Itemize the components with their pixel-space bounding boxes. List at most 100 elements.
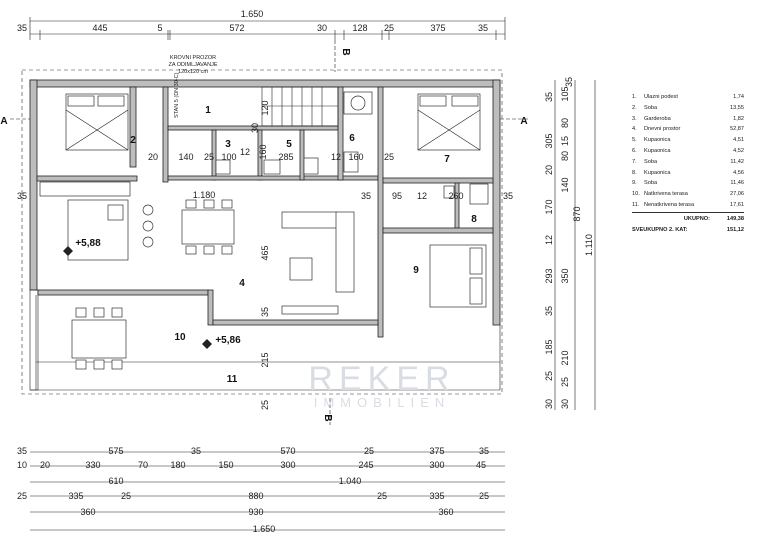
room-number-9: 9 <box>413 265 419 276</box>
inner-dim: 160 <box>348 152 363 162</box>
inner-dim: 25 <box>384 152 394 162</box>
roof-window-line: ZA ODIMLJAVANJE <box>168 62 217 68</box>
inner-dim: 12 <box>331 152 341 162</box>
room-number-8: 8 <box>471 214 477 225</box>
legend-name: Kupaonica <box>644 137 671 144</box>
legend-num: 6. <box>632 147 637 154</box>
bottom-dim-r2: 330 <box>85 460 100 470</box>
legend-name: Dnevni prostor <box>644 126 681 133</box>
inner-dim: 25 <box>204 152 214 162</box>
watermark-sub: IMMOBILIEN <box>314 395 451 410</box>
legend-name: Kupaonica <box>644 169 671 176</box>
inner-dim: 35 <box>260 307 270 317</box>
right-outer-dim: 30 <box>560 399 570 409</box>
bottom-dim-r1: 25 <box>364 446 374 456</box>
inner-dim: 35 <box>361 191 371 201</box>
right-inner-dim: 30 <box>544 399 554 409</box>
bottom-dim-r4: 335 <box>68 491 83 501</box>
legend-grand-label: SVEUKUPNO 2. KAT: <box>632 226 688 233</box>
legend-name: Soba <box>644 104 658 111</box>
legend-value: 4,56 <box>733 169 744 176</box>
legend-value: 27,06 <box>730 191 744 198</box>
watermark: REKER IMMOBILIEN <box>308 360 451 410</box>
furniture <box>39 91 489 370</box>
roof-window-line: KROVNI PROZOR <box>170 55 216 61</box>
staircase: STAN 5 (DN 30-C) <box>174 72 339 127</box>
legend-value: 13,55 <box>730 104 744 111</box>
top-dim: 375 <box>430 23 445 33</box>
bottom-dim-r4: 25 <box>377 491 387 501</box>
inner-dim: 120 <box>260 100 270 115</box>
right-inner-dim: 15 <box>560 136 570 146</box>
legend-value: 52,87 <box>730 126 744 133</box>
right-outer-dim: 35 <box>564 77 574 87</box>
right-inner-dim: 12 <box>544 235 554 245</box>
bottom-dim-r1: 35 <box>191 446 201 456</box>
legend-total-value: 149,38 <box>726 215 744 222</box>
right-outer-dim: 350 <box>560 268 570 283</box>
bottom-dim-r1: 575 <box>108 446 123 456</box>
right-inner-dim: 185 <box>544 339 554 354</box>
top-dim: 35 <box>17 23 27 33</box>
right-inner-dim: 25 <box>544 371 554 381</box>
inner-dim: 12 <box>240 147 250 157</box>
right-inner-dim: 140 <box>560 177 570 192</box>
top-dim: 572 <box>229 23 244 33</box>
right-outer-dim: 870 <box>572 206 582 221</box>
section-a-right: A <box>520 116 527 127</box>
bottom-dim-r2: 300 <box>280 460 295 470</box>
legend-name: Garderoba <box>644 115 671 122</box>
top-dim: 128 <box>352 23 367 33</box>
legend-value: 11,42 <box>730 158 744 165</box>
legend-name: Nenatkrivena terasa <box>644 201 695 208</box>
room-number-1: 1 <box>205 105 211 116</box>
legend-value: 1,82 <box>733 115 744 122</box>
top-dim: 35 <box>478 23 488 33</box>
legend-row: 4. Dnevni prostor 52,87 <box>632 124 744 135</box>
inner-dim: 160 <box>258 144 268 159</box>
top-dimension-chain: 1.650 35 445 5 572 30 128 25 375 35 <box>17 9 506 40</box>
legend-name: Kupaonica <box>644 147 671 154</box>
legend-value: 4,51 <box>733 137 744 144</box>
bottom-total-dim: 1.650 <box>253 524 276 534</box>
room-number-5: 5 <box>286 139 292 150</box>
legend-name: Ulazni podest <box>644 94 678 100</box>
bottom-dim-r2: 245 <box>358 460 373 470</box>
inner-dimensions: 20 140 25 100 12 285 12 160 25 160 1.180… <box>17 100 513 410</box>
legend-name: Soba <box>644 180 658 187</box>
bottom-dim-r4: 880 <box>248 491 263 501</box>
roof-window-note: KROVNI PROZOR ZA ODIMLJAVANJE 120x120 cm <box>168 55 217 75</box>
room-number-6: 6 <box>349 133 355 144</box>
bottom-dim-r1: 35 <box>479 446 489 456</box>
right-inner-dim: 35 <box>544 92 554 102</box>
inner-dim: 215 <box>260 352 270 367</box>
bottom-dim-r4: 25 <box>17 491 27 501</box>
legend-name: Soba <box>644 158 658 165</box>
right-side-dim: 35 <box>503 191 513 201</box>
right-outer-dim: 25 <box>560 377 570 387</box>
bottom-dim-r1: 570 <box>280 446 295 456</box>
legend-value: 17,61 <box>730 201 744 208</box>
bottom-dimension-chain: 35 575 35 570 25 375 35 10 20 330 70 180… <box>17 446 505 534</box>
stair-label: STAN 5 (DN 30-C) <box>174 72 180 118</box>
bottom-dim-r1: 375 <box>429 446 444 456</box>
right-inner-dim: 20 <box>544 165 554 175</box>
legend-grand-row: SVEUKUPNO 2. KAT: 151,12 <box>632 225 744 236</box>
inner-dim: 20 <box>148 152 158 162</box>
right-inner-dim: 35 <box>544 306 554 316</box>
section-a-left: A <box>0 116 7 127</box>
legend-num: 4. <box>632 126 637 133</box>
bottom-dim-r2: 300 <box>429 460 444 470</box>
room-number-11: 11 <box>227 374 238 385</box>
legend-grand-value: 151,12 <box>726 226 744 233</box>
bottom-dim-r1: 35 <box>17 446 27 456</box>
section-b-top: B <box>340 48 351 55</box>
inner-dim: 100 <box>221 152 236 162</box>
bottom-dim-r2: 180 <box>170 460 185 470</box>
